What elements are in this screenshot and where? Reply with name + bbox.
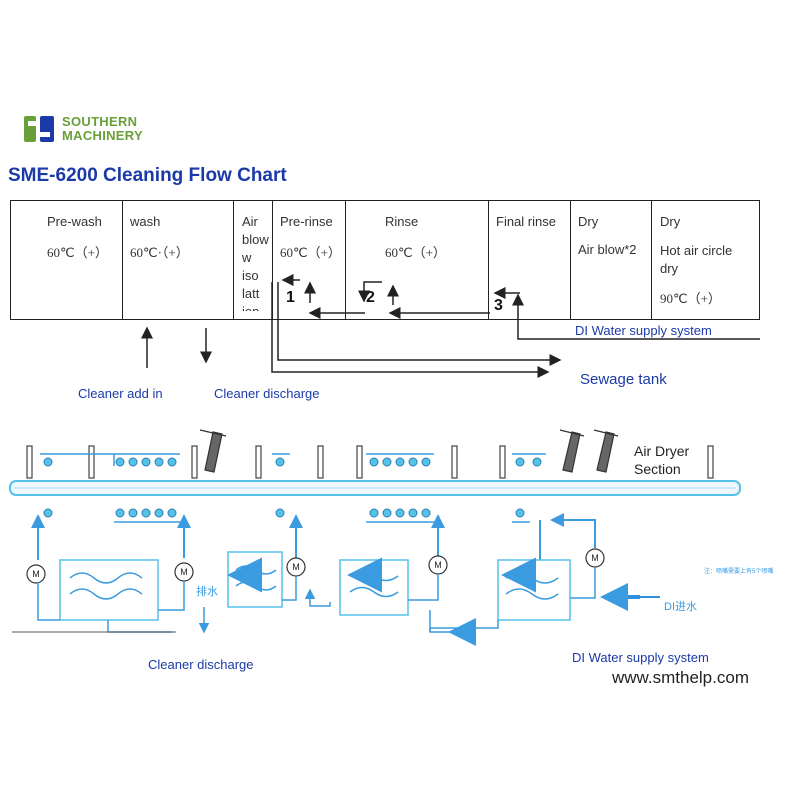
table-divider	[233, 200, 234, 320]
spray-nozzles-bottom	[43, 508, 525, 518]
table-divider	[122, 200, 123, 320]
table-divider	[570, 200, 571, 320]
spray-nozzles-top	[43, 457, 542, 467]
page-title: SME-6200 Cleaning Flow Chart	[8, 165, 287, 186]
top-flow-arrows	[141, 274, 760, 378]
wash-tanks	[59, 551, 571, 621]
flow-arrow	[358, 281, 382, 303]
logo: SOUTHERN MACHINERY	[22, 112, 162, 146]
di-in-label: DI进水	[664, 600, 697, 613]
stage-rinse-temp: 60℃（+）	[385, 245, 446, 260]
cleaner-discharge-label-bottom: Cleaner discharge	[148, 657, 254, 672]
hot-air-line: Hot air circle	[660, 243, 733, 258]
spray-manifolds	[40, 453, 546, 523]
motor-label: M	[292, 562, 300, 572]
stage-dry-label: Dry	[578, 214, 599, 229]
logo-line2: MACHINERY	[62, 128, 143, 143]
di-supply-label-bottom: DI Water supply system	[572, 650, 709, 665]
logo-line1: SOUTHERN	[62, 114, 138, 129]
stage-dry-hot-label: Dry	[660, 214, 681, 229]
pump-motors	[26, 548, 605, 584]
table-divider	[272, 200, 273, 320]
di-feed-arrows	[448, 583, 640, 646]
stage-prerinse-label: Pre-rinse	[280, 214, 333, 229]
cleaner-add-label: Cleaner add in	[78, 386, 163, 401]
sewage-line	[277, 282, 562, 366]
motor-labels: M M M M M	[32, 553, 599, 579]
table-divider	[345, 200, 346, 320]
air-blow-line: ion	[242, 303, 269, 311]
stage-prewash-label: Pre-wash	[47, 214, 102, 229]
website-link[interactable]: www.smthelp.com	[612, 668, 749, 687]
motor-label: M	[180, 567, 188, 577]
air-blow-line: latt	[242, 286, 260, 301]
sewage-line	[271, 366, 550, 378]
cleaner-discharge-label-top: Cleaner discharge	[214, 386, 320, 401]
air-dryer-label-2: Section	[634, 461, 681, 477]
stage-final-rinse-label: Final rinse	[496, 214, 556, 229]
di-supply-line	[512, 293, 760, 340]
step-number: 3	[494, 297, 503, 314]
stage-air-blow-label: Air blow w iso latt ion	[242, 213, 269, 311]
air-blow-line: iso	[242, 268, 259, 283]
air-dryer-label-1: Air Dryer	[634, 443, 690, 459]
table-divider	[488, 200, 489, 320]
air-blow-line: Air	[242, 214, 258, 229]
stage-rinse-label: Rinse	[385, 214, 419, 229]
table-divider	[651, 200, 652, 320]
note-label: 注：喷嘴需要上有5个喷嘴	[704, 567, 773, 575]
partition-posts	[26, 445, 714, 479]
stage-wash-label: wash	[130, 214, 161, 229]
equipment-schematic: Air Dryer Section M M	[9, 429, 773, 646]
stage-dry-hot-temp: 90℃（+）	[660, 291, 721, 306]
motor-label: M	[32, 569, 40, 579]
logo-mark-icon	[24, 116, 54, 142]
motor-label: M	[434, 560, 442, 570]
step-number: 2	[366, 289, 375, 306]
stage-prerinse-temp: 60℃（+）	[280, 245, 341, 260]
air-blow-line: blow	[242, 232, 269, 247]
drain-label: 排水	[196, 584, 218, 598]
stage-dry-hot-sub: Hot air circle dry	[660, 242, 732, 278]
motor-label: M	[591, 553, 599, 563]
step-number: 1	[286, 289, 295, 306]
air-knife-icons	[199, 429, 619, 473]
process-table	[10, 200, 760, 320]
stage-wash-temp: 60℃·（+）	[130, 245, 189, 260]
sewage-tank-label: Sewage tank	[580, 371, 667, 388]
hot-air-line: dry	[660, 261, 679, 276]
stage-dry-sub: Air blow*2	[578, 242, 637, 257]
stage-prewash-temp: 60℃（+）	[47, 245, 108, 260]
di-supply-label-top: DI Water supply system	[575, 323, 712, 338]
air-blow-line: w	[242, 250, 252, 265]
